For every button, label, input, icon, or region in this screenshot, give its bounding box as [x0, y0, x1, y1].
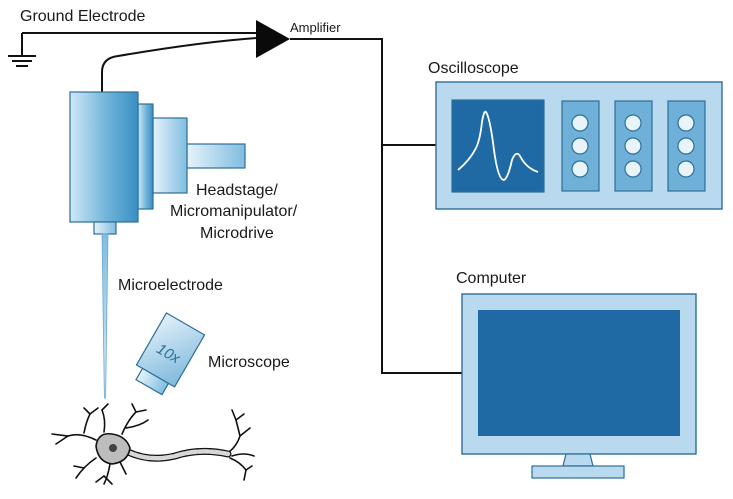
amplifier-label: Amplifier — [290, 20, 341, 35]
monitor-stand — [531, 465, 625, 479]
knob-icon — [571, 114, 589, 132]
oscilloscope-knob-panel-1 — [561, 100, 600, 192]
computer-label: Computer — [456, 270, 527, 287]
ground-electrode: Ground Electrode — [8, 8, 256, 67]
oscilloscope-knob-panel-2 — [614, 100, 653, 192]
neuron-icon — [51, 403, 255, 485]
computer: Computer — [456, 270, 697, 479]
monitor-screen — [478, 310, 680, 436]
amplifier: Amplifier — [256, 20, 341, 58]
headstage-label-line-1: Headstage/ — [196, 182, 278, 199]
oscilloscope-screen — [451, 99, 545, 193]
headstage-cable — [101, 37, 257, 92]
microelectrode-label: Microelectrode — [118, 277, 223, 294]
knob-icon — [624, 160, 642, 178]
oscilloscope-label: Oscilloscope — [428, 60, 519, 77]
knob-icon — [571, 160, 589, 178]
knob-icon — [677, 114, 695, 132]
ground-electrode-label: Ground Electrode — [20, 8, 146, 25]
knob-icon — [677, 137, 695, 155]
oscilloscope: Oscilloscope — [428, 60, 723, 210]
knob-icon — [624, 137, 642, 155]
output-wiring — [290, 38, 462, 374]
monitor-neck — [562, 453, 594, 467]
knob-icon — [624, 114, 642, 132]
ground-symbol-icon — [8, 55, 36, 67]
knob-icon — [677, 160, 695, 178]
microscope-label: Microscope — [208, 354, 290, 371]
headstage-label-line-2: Micromanipulator/ — [170, 203, 298, 220]
microelectrode: Microelectrode — [101, 233, 223, 399]
amplifier-triangle-icon — [256, 20, 290, 58]
action-potential-trace — [457, 110, 539, 181]
microscope: 10x Microscope — [135, 312, 290, 396]
headstage: Headstage/ Micromanipulator/ Microdrive — [69, 91, 298, 242]
oscilloscope-knob-panel-3 — [667, 100, 706, 192]
knob-icon — [571, 137, 589, 155]
headstage-label-line-3: Microdrive — [200, 225, 274, 242]
